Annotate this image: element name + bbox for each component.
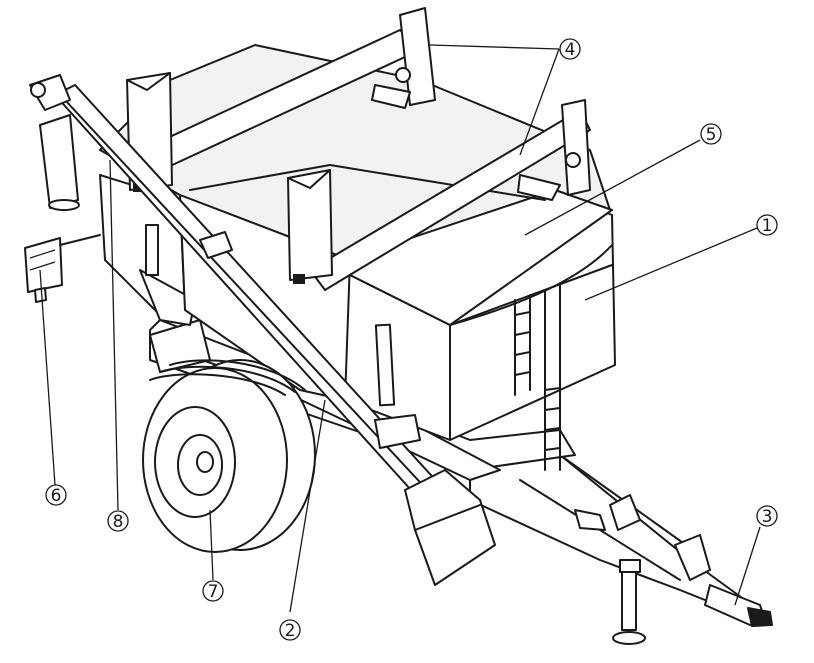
callout-leaders — [39, 44, 761, 613]
callout-4: 4 — [559, 38, 581, 60]
wheel — [142, 359, 316, 553]
reflector-plate — [24, 234, 101, 303]
callout-8: 8 — [107, 510, 129, 532]
svg-text:1: 1 — [762, 216, 773, 236]
callout-5: 5 — [700, 123, 722, 145]
tongue-hitch — [469, 454, 773, 645]
svg-text:7: 7 — [208, 582, 219, 602]
callout-3: 3 — [756, 505, 778, 527]
svg-text:3: 3 — [762, 507, 773, 527]
auger — [29, 74, 496, 586]
svg-text:5: 5 — [706, 125, 717, 145]
svg-text:6: 6 — [51, 486, 62, 506]
callout-2: 2 — [279, 619, 301, 641]
callout-6: 6 — [45, 484, 67, 506]
callout-1: 1 — [756, 214, 778, 236]
svg-text:8: 8 — [113, 512, 124, 532]
svg-text:2: 2 — [285, 621, 296, 641]
svg-text:4: 4 — [565, 40, 576, 60]
callout-7: 7 — [202, 580, 224, 602]
